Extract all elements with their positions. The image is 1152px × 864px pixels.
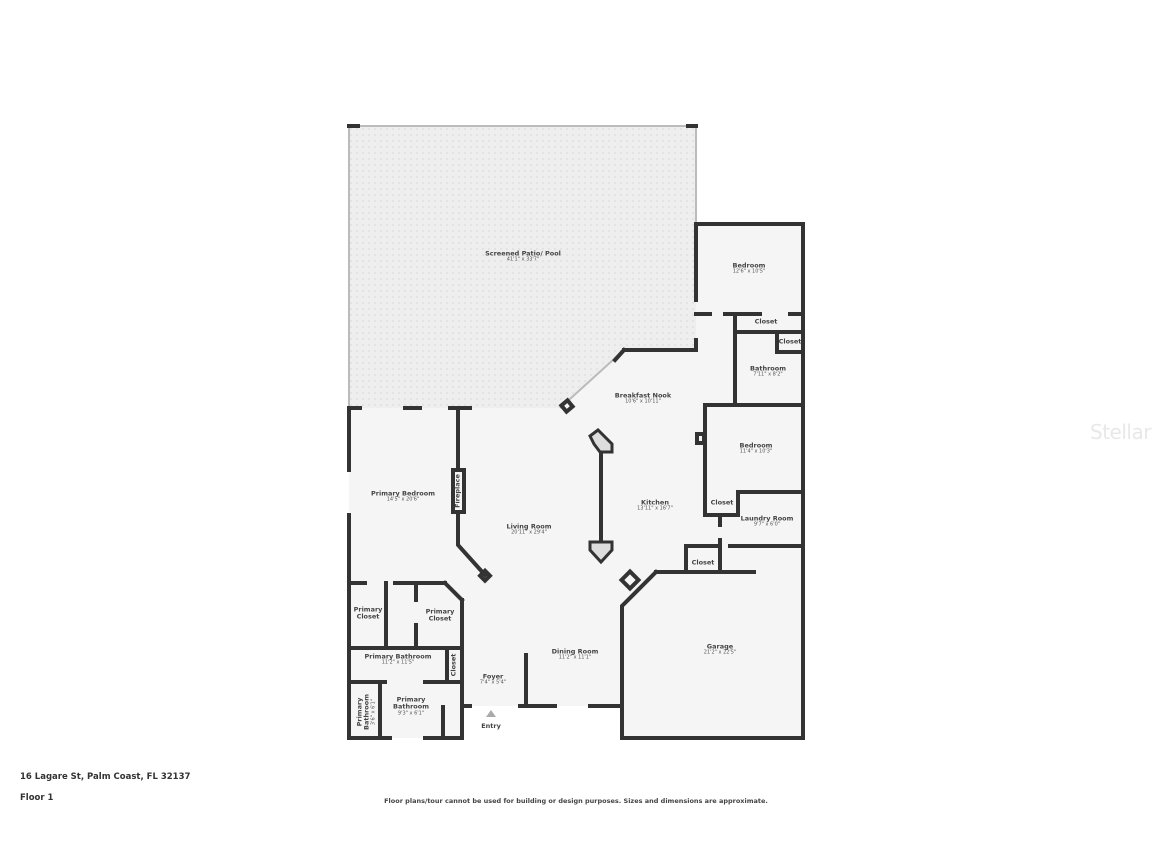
entry-marker — [486, 710, 496, 717]
room-name: Primary Closet — [353, 605, 383, 621]
room-name: Closet — [778, 337, 802, 346]
room-name: Primary Bathroom — [355, 694, 372, 730]
room-name: Screened Patio/ Pool — [485, 249, 561, 258]
kitchen-island-top — [588, 428, 614, 454]
walls — [347, 124, 805, 740]
room-name: Breakfast Nook — [614, 391, 672, 400]
room-name: Living Room — [506, 522, 552, 531]
room-dims: 11'2" x 11'5" — [381, 659, 415, 666]
room-dims: 9'3" x 6'1" — [397, 710, 425, 717]
room-name: Closet — [754, 317, 778, 326]
room-name: Laundry Room — [740, 514, 794, 523]
room-name: Closet — [691, 558, 715, 567]
room-name: Closet — [449, 653, 458, 677]
room-dims: 3'6" x 6'1" — [370, 698, 377, 726]
room-dims: 14'5" x 20'6" — [386, 496, 420, 503]
room-dims: 9'7" x 6'0" — [753, 521, 781, 528]
room-dims: 11'2" x 11'1" — [558, 654, 592, 661]
room-dims: 11'4" x 10'3" — [739, 448, 773, 455]
room-name: Kitchen — [641, 498, 669, 507]
room-name: Primary Closet — [425, 607, 455, 623]
room-dims: 13'11" x 16'7" — [637, 505, 673, 512]
room-name: Bedroom — [739, 441, 773, 450]
room-name: Garage — [706, 642, 734, 651]
watermark: StellarMLS — [1090, 420, 1152, 444]
room-primary-closet-2: Primary Closet — [425, 607, 455, 624]
room-dims: 20'11" x 29'4" — [511, 529, 547, 536]
room-name: Dining Room — [551, 647, 599, 656]
fireplace: Fireplace — [453, 474, 462, 508]
room-closet-4: Closet — [691, 558, 715, 567]
entry-label: Entry — [481, 722, 501, 730]
room-name: Fireplace — [453, 474, 462, 508]
room-name: Bedroom — [732, 261, 766, 270]
kitchen-island-bottom — [588, 540, 614, 565]
room-name: Bathroom — [750, 364, 786, 373]
room-closet-1: Closet — [754, 317, 778, 326]
disclaimer: Floor plans/tour cannot be used for buil… — [384, 797, 768, 805]
room-dims: 12'6" x 10'5" — [732, 268, 766, 275]
room-closet-3: Closet — [710, 498, 734, 507]
room-primary-closet-1: Primary Closet — [353, 605, 383, 622]
room-dims: 7'11" x 8'2" — [753, 371, 783, 378]
room-dims: 10'6" x 10'11" — [625, 398, 661, 405]
room-dims: 21'2" x 22'5" — [703, 649, 737, 656]
room-closet-5: Closet — [449, 653, 458, 677]
patio-screen-edges — [348, 125, 697, 409]
address: 16 Lagare St, Palm Coast, FL 32137 — [20, 772, 191, 782]
floor-label: Floor 1 — [20, 793, 54, 803]
room-dims: 41'1" x 33'7" — [506, 256, 540, 263]
room-dims: 7'4" x 5'4" — [479, 679, 507, 686]
room-closet-2: Closet — [778, 337, 802, 346]
room-name: Primary Bedroom — [371, 489, 435, 498]
room-name: Closet — [710, 498, 734, 507]
room-name: Primary Bathroom — [393, 695, 429, 712]
room-name: Primary Bathroom — [364, 652, 432, 661]
room-name: Foyer — [482, 672, 504, 681]
